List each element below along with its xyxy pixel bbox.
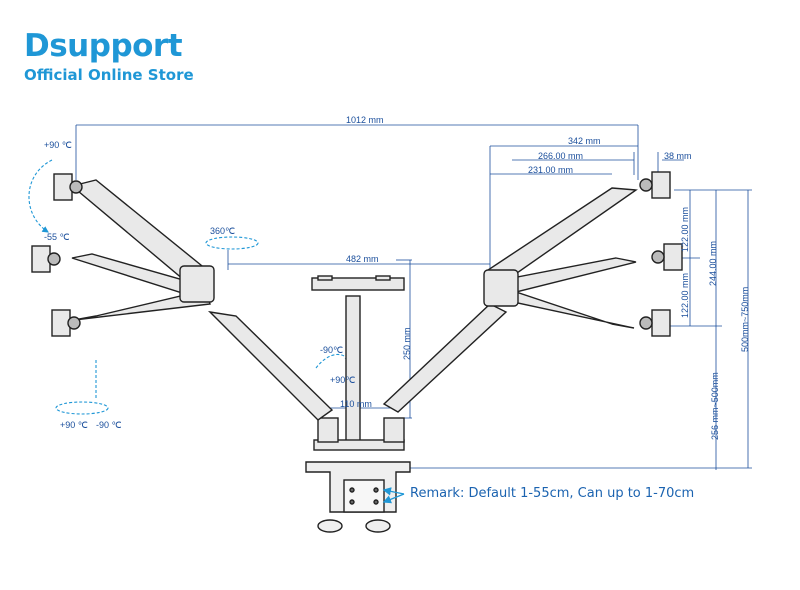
- right-upper-arm-low: [502, 289, 635, 329]
- offset-38-label: 38 mm: [664, 151, 692, 161]
- rotation-top-pos: +90 ℃: [44, 140, 72, 150]
- brand-logo: Dsupport: [24, 28, 183, 64]
- right-lower-arm: [382, 303, 508, 413]
- base-joint-left: [317, 417, 339, 443]
- base-width-label: 110 mm: [340, 399, 372, 409]
- left-tilt-knob-1: [47, 252, 61, 266]
- rotation-bottom-pos: +90 ℃: [60, 420, 88, 430]
- left-tilt-knob-2: [67, 316, 81, 330]
- lower-range-label: 256 mm~500mm: [710, 372, 720, 440]
- left-elbow-joint: [179, 265, 215, 303]
- top-plate-tab-right: [375, 275, 391, 281]
- right-vesa-plate-0: [651, 171, 671, 199]
- lower-step-label: 122.00 mm: [680, 272, 690, 318]
- center-span-label: 482 mm: [346, 254, 379, 264]
- left-tilt-knob-0: [69, 180, 83, 194]
- rotation-mid-pos: +90℃: [330, 375, 356, 385]
- left-vesa-plate-1: [31, 245, 51, 273]
- pole-top-plate: [311, 277, 405, 291]
- right-tilt-knob-0: [639, 178, 653, 192]
- remark-text: Remark: Default 1-55cm, Can up to 1-70cm: [410, 486, 695, 501]
- height-range-label: 500mm~750mm: [740, 286, 750, 352]
- upper-step-label: 122.00 mm: [680, 206, 690, 252]
- right-tilt-knob-2: [639, 316, 653, 330]
- total-width-label: 1012 mm: [346, 115, 384, 125]
- brand-tagline: Official Online Store: [24, 66, 194, 84]
- pole-height-label: 250 mm: [402, 327, 412, 360]
- base-joint-right: [383, 417, 405, 443]
- desk-clamp: [305, 461, 411, 533]
- rotation-mid-neg: -90℃: [320, 345, 344, 355]
- left-lower-arm: [207, 310, 334, 421]
- right-elbow-joint: [483, 269, 519, 307]
- top-plate-tab-left: [317, 275, 333, 281]
- rotation-bottom-neg: -90 ℃: [96, 420, 122, 430]
- offset-231-label: 231.00 mm: [528, 165, 574, 175]
- rotation-swivel: 360℃: [210, 226, 236, 236]
- remark-arrows: [382, 487, 405, 504]
- offset-266-label: 266.00 mm: [538, 151, 584, 161]
- rotation-top-neg: -55 ℃: [44, 232, 70, 242]
- tilt-range-label: 244.00 mm: [708, 240, 718, 286]
- monitor-arm: [31, 171, 683, 451]
- center-pole: [345, 295, 361, 443]
- base-plate: [313, 439, 405, 451]
- rotation-arcs: [28, 159, 351, 415]
- arm-span-label: 342 mm: [568, 136, 601, 146]
- right-vesa-plate-2: [651, 309, 671, 337]
- right-tilt-knob-1: [651, 250, 665, 264]
